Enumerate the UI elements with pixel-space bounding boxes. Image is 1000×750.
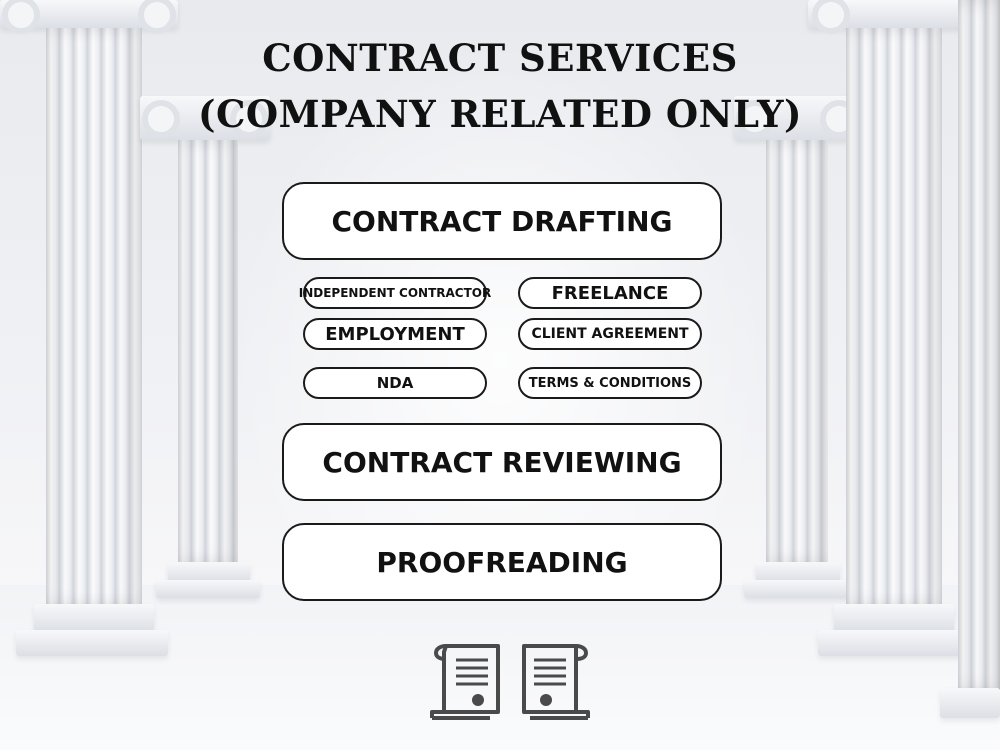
contract-scrolls-icon [430, 638, 590, 726]
option-employment[interactable]: EMPLOYMENT [303, 318, 487, 350]
option-nda[interactable]: NDA [303, 367, 487, 399]
title-line-2: (COMPANY RELATED ONLY) [197, 92, 803, 136]
proofreading-button[interactable]: PROOFREADING [282, 523, 722, 601]
contract-reviewing-button[interactable]: CONTRACT REVIEWING [282, 423, 722, 501]
contract-drafting-button[interactable]: CONTRACT DRAFTING [282, 182, 722, 260]
option-independent-contractor[interactable]: INDEPENDENT CONTRACTOR [299, 277, 491, 309]
option-freelance[interactable]: FREELANCE [518, 277, 702, 309]
option-terms-conditions[interactable]: TERMS & CONDITIONS [518, 367, 702, 399]
page-title: CONTRACT SERVICES (COMPANY RELATED ONLY) [0, 30, 1000, 142]
option-client-agreement[interactable]: CLIENT AGREEMENT [518, 318, 702, 350]
title-line-1: CONTRACT SERVICES [262, 36, 738, 80]
